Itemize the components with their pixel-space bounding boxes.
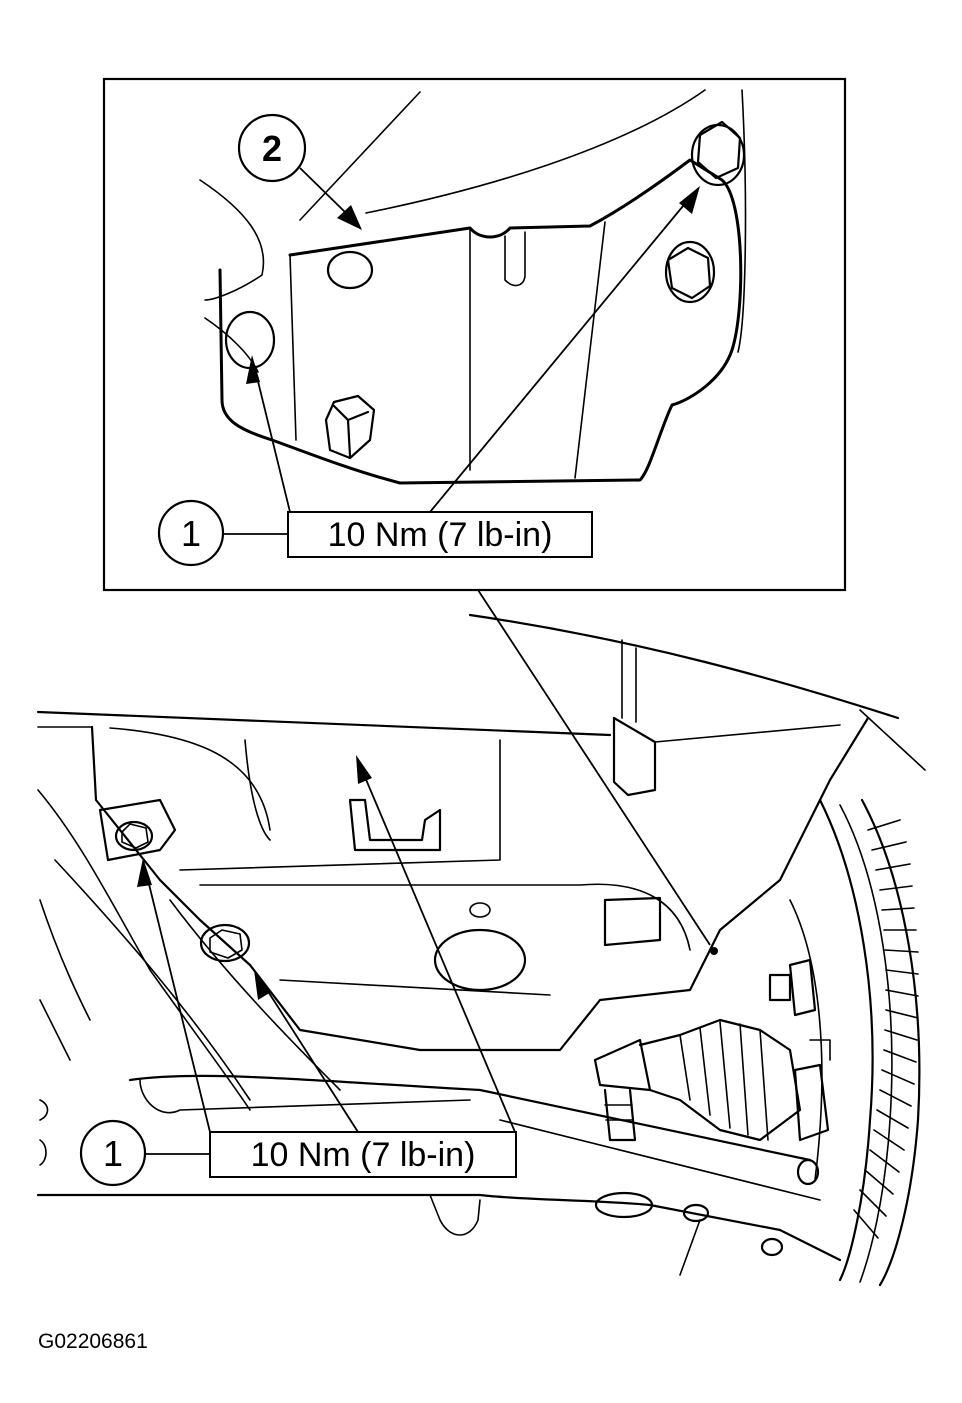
subframe-hole-1 (594, 1191, 654, 1219)
main-leader-2 (261, 981, 359, 1133)
inset-detail-view: 2 1 10 Nm (7 lb-in) (102, 77, 847, 955)
panel-center-hole (433, 928, 527, 992)
panel-inner-right (179, 739, 501, 871)
main-shield-panel (90, 716, 870, 1052)
subframe-hole-2 (682, 1203, 710, 1223)
main-callout-1-number: 1 (103, 1133, 123, 1174)
body-top-curve (468, 613, 900, 720)
main-arrowhead-1 (137, 858, 152, 887)
lower-subframe-dent (429, 1194, 481, 1236)
brake-rotor (789, 798, 921, 1287)
callout-2-leader (299, 167, 346, 213)
subframe-rail-2 (54, 859, 251, 1101)
link-point (710, 947, 718, 955)
shield-notch (504, 231, 526, 287)
subframe-rail-4 (39, 999, 71, 1061)
main-arrowhead-3 (356, 755, 372, 784)
lower-subframe-top-2 (499, 1119, 821, 1201)
panel-trough (199, 883, 691, 951)
left-edge-marks (39, 1099, 49, 1166)
mount-block (612, 716, 657, 797)
main-arrowhead-2 (254, 970, 271, 1000)
inset-leader-right (429, 199, 689, 513)
rotor-vents (853, 819, 919, 1239)
inset-arrowhead-left (246, 355, 260, 384)
lower-subframe-lip (139, 1079, 471, 1114)
main-leader-3 (361, 769, 516, 1133)
callout-2-circle (237, 113, 307, 183)
body-top-curve-2 (859, 709, 926, 771)
main-bolt-center (199, 923, 251, 963)
inset-bolt-lower-left (324, 394, 376, 460)
lower-subframe-bottom (36, 1193, 842, 1262)
shield-fold-3 (574, 221, 606, 479)
main-leader-1 (145, 871, 211, 1133)
main-underbody-view: 1 10 Nm (7 lb-in) (36, 613, 926, 1287)
subframe-rail-3 (39, 899, 91, 1021)
inset-housing-curve (365, 89, 706, 214)
inset-torque-spec: 10 Nm (7 lb-in) (328, 516, 553, 554)
subframe-pin (679, 1219, 701, 1276)
inset-leader-left (253, 364, 291, 513)
inset-diagonal-line (299, 91, 421, 221)
shield-fold-1 (289, 254, 297, 441)
lower-subframe-top (128, 1074, 812, 1162)
subframe-rail-5 (169, 899, 341, 1091)
figure-id: G02206861 (38, 1330, 148, 1353)
panel-small-hole (469, 902, 491, 918)
main-torque-box (209, 1131, 517, 1178)
hub-studs (768, 958, 831, 1186)
panel-inner-curve (244, 739, 271, 841)
main-torque-spec: 10 Nm (7 lb-in) (251, 1136, 476, 1174)
subframe-rail-1 (37, 789, 251, 1111)
main-callout-1-circle (79, 1119, 147, 1187)
inset-to-main-link (477, 589, 711, 946)
mount-block-top (621, 639, 637, 723)
panel-rear-edge (109, 727, 271, 831)
panel-rect-cutout (603, 896, 662, 947)
panel-v-slot (348, 798, 442, 852)
inset-callout-1-number: 1 (181, 513, 201, 554)
inset-bolt-upper-right (690, 120, 746, 187)
inset-arrowhead-right (679, 186, 700, 214)
inset-bolt-lower-right (664, 240, 716, 304)
subframe-top-edge (36, 710, 612, 737)
mount-block-line (654, 724, 841, 743)
main-bolt-upper-left (98, 798, 177, 862)
inset-housing-edge (737, 89, 747, 353)
inset-callout-1-circle (157, 499, 225, 567)
shield-hole (326, 250, 374, 290)
inset-torque-box (287, 511, 593, 558)
panel-lower-shelf (279, 979, 551, 996)
callout-2-number: 2 (262, 128, 282, 169)
splash-shield-plate (218, 158, 743, 485)
callout-2-arrowhead (337, 205, 362, 230)
subframe-hole-3 (760, 1237, 784, 1257)
